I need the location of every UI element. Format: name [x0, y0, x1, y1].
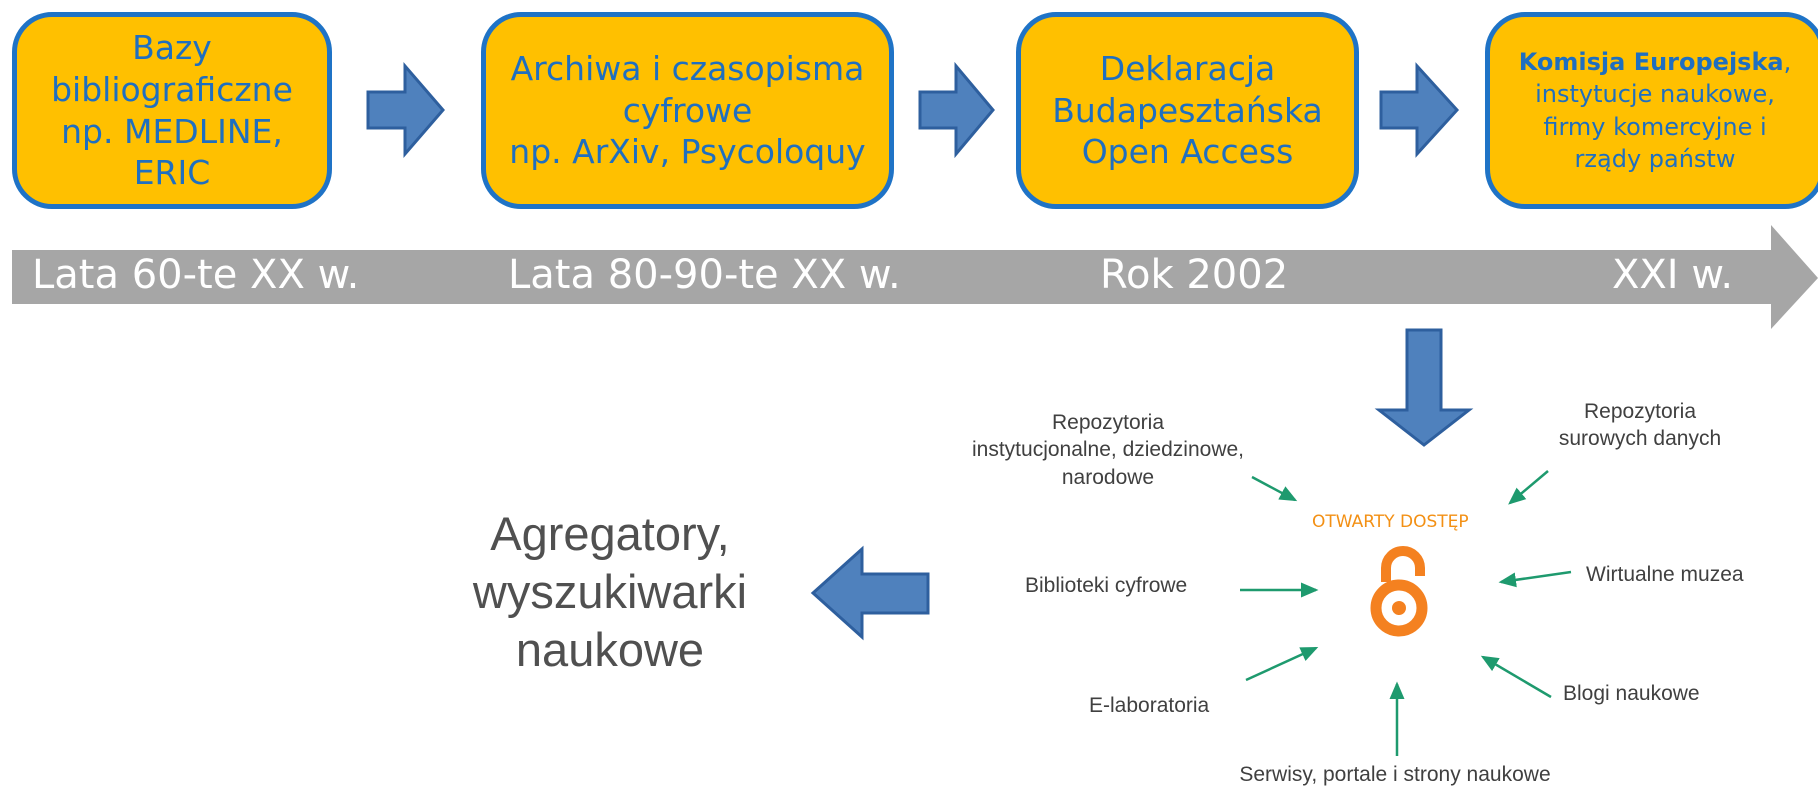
box-komisja-text: Komisja Europejska, instytucje naukowe, …: [1519, 46, 1792, 176]
box-bazy-text: Bazy bibliograficzne np. MEDLINE, ERIC: [51, 27, 293, 193]
arrow-right-icon: [918, 61, 995, 159]
box-archiwa-text: Archiwa i czasopisma cyfrowe np. ArXiv, …: [509, 48, 866, 172]
open-access-lock-icon: [1370, 546, 1428, 637]
timeline-label-2002: Rok 2002: [1100, 252, 1289, 298]
connector-arrow: [1251, 475, 1298, 502]
box-bazy-bibliograficzne: Bazy bibliograficzne np. MEDLINE, ERIC: [12, 12, 332, 209]
label-wirtualne-muzea: Wirtualne muzea: [1586, 563, 1744, 586]
label-e-laboratoria: E-laboratoria: [1089, 694, 1210, 717]
box-komisja-bold: Komisja Europejska: [1518, 47, 1784, 76]
box-komisja-europejska: Komisja Europejska, instytucje naukowe, …: [1485, 12, 1818, 209]
label-repozytoria-surowych: Repozytoria surowych danych: [1558, 400, 1722, 451]
arrow-right-icon: [366, 61, 445, 159]
label-blogi-naukowe: Blogi naukowe: [1563, 682, 1700, 705]
arrow-left-icon: [810, 545, 930, 641]
box-komisja-rest: , instytucje naukowe, firmy komercyjne i…: [1535, 47, 1792, 173]
box-deklaracja-budapesztanska: Deklaracja Budapesztańska Open Access: [1016, 12, 1359, 209]
arrow-down-icon: [1374, 328, 1474, 447]
connector-arrow: [1508, 470, 1549, 505]
connector-arrows: [1240, 470, 1572, 756]
box-archiwa-czasopisma: Archiwa i czasopisma cyfrowe np. ArXiv, …: [481, 12, 894, 209]
agregatory-wyszukiwarki: Agregatory, wyszukiwarki naukowe: [472, 507, 748, 676]
label-biblioteki-cyfrowe: Biblioteki cyfrowe: [1025, 574, 1188, 597]
otwarty-dostep-title: OTWARTY DOSTĘP: [1312, 512, 1469, 532]
timeline-label-80-90s: Lata 80-90-te XX w.: [508, 252, 901, 298]
timeline-label-60s: Lata 60-te XX w.: [32, 252, 360, 298]
timeline-label-xxi: XXI w.: [1612, 252, 1734, 298]
connector-arrow: [1480, 655, 1552, 699]
label-serwisy-portale: Serwisy, portale i strony naukowe: [1239, 763, 1551, 786]
timeline-bar: [12, 225, 1818, 329]
connector-arrow: [1245, 646, 1319, 682]
box-deklaracja-text: Deklaracja Budapesztańska Open Access: [1052, 48, 1323, 172]
connector-arrow: [1498, 570, 1572, 588]
label-repozytoria-instytucjonalne: Repozytoria instytucjonalne, dziedzinowe…: [972, 411, 1244, 489]
arrow-right-icon: [1379, 62, 1460, 158]
